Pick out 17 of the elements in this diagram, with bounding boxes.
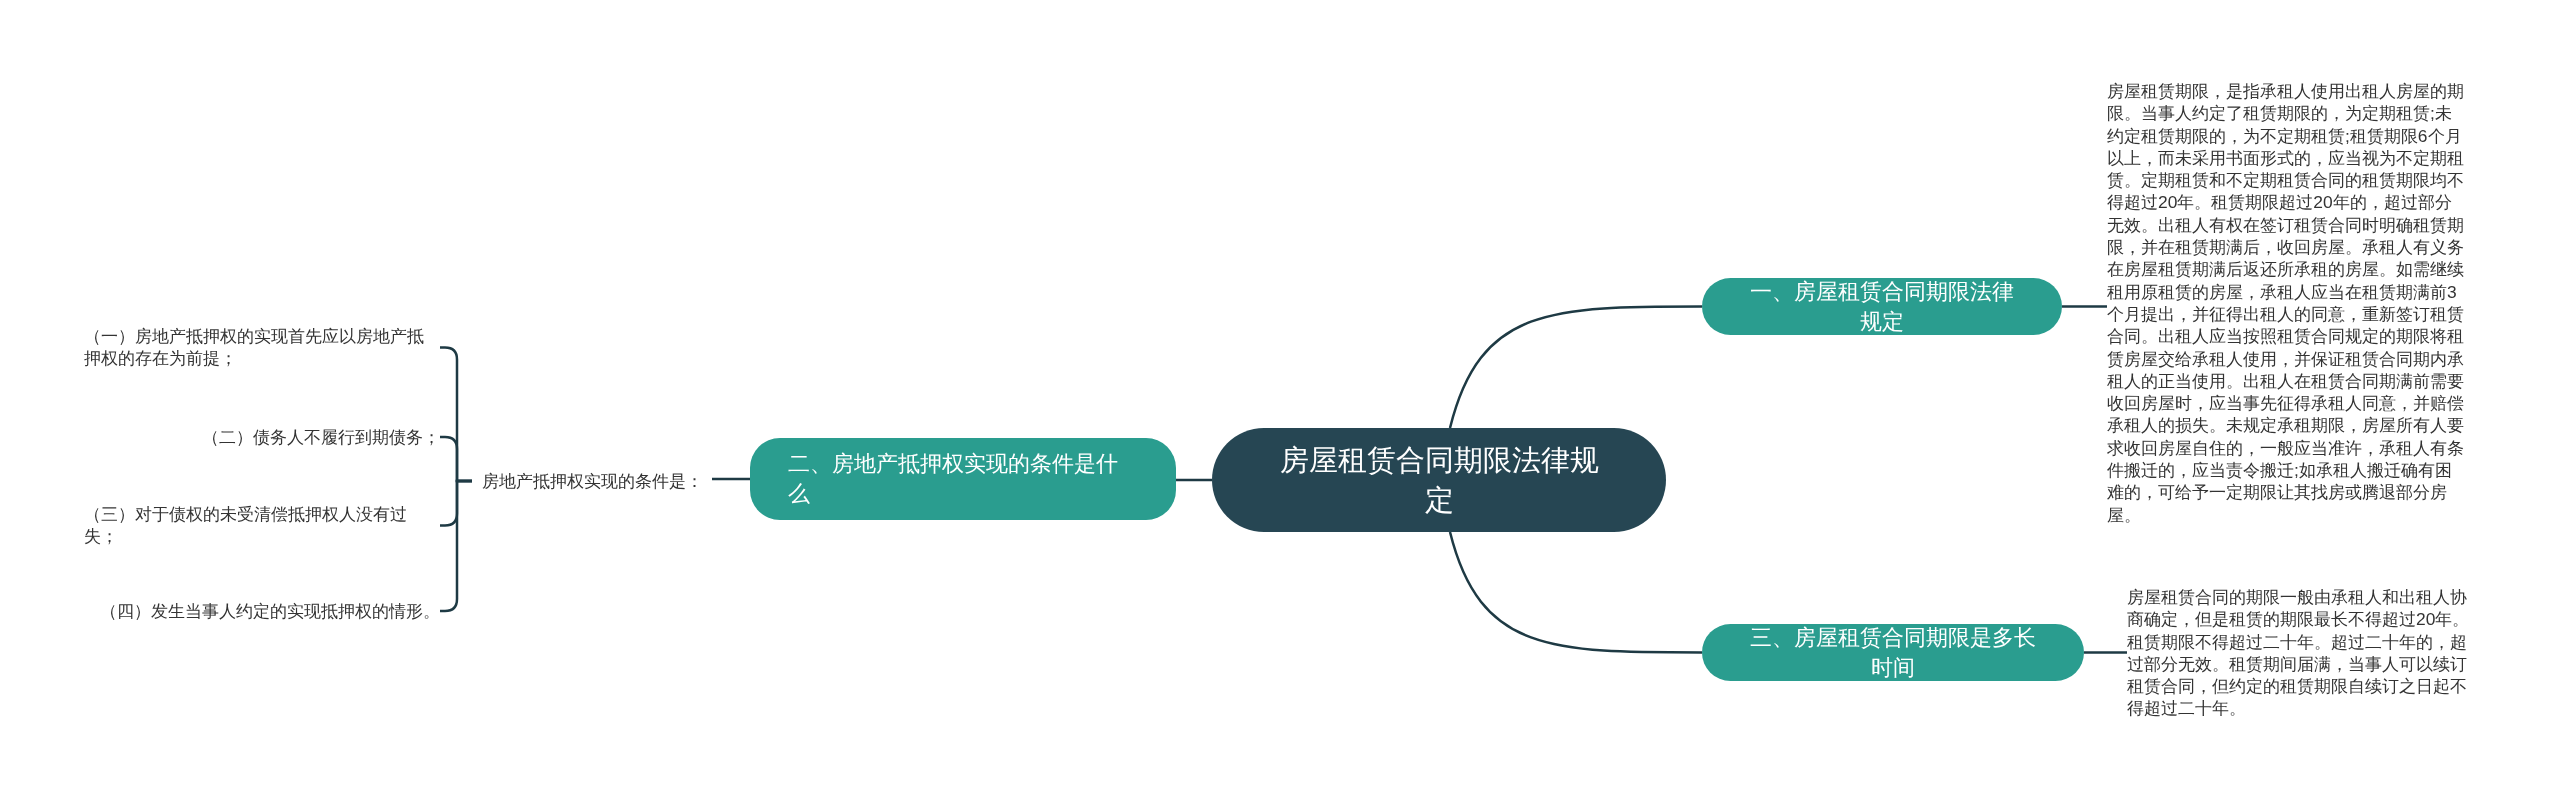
connector-line <box>1448 531 1702 654</box>
item-text: （三）对于债权的未受清偿抵押权人没有过失； <box>84 502 440 548</box>
subtopic-text: 房地产抵押权实现的条件是： <box>482 470 712 493</box>
topic-box: 一、房屋租赁合同期限法律规定 <box>1702 278 2062 335</box>
item-text: （二）债务人不履行到期债务； <box>202 426 440 449</box>
central-topic: 房屋租赁合同期限法律规定 <box>1212 428 1666 532</box>
connector-line <box>1176 478 1212 482</box>
connector-line <box>1448 305 1702 429</box>
detail-text: 房屋租赁期限，是指承租人使用出租人房屋的期限。当事人约定了租赁期限的，为定期租赁;未约定租赁期限的，为不定期租赁;租赁期限6个月以上，而未采用书面形式的，应当视为不定期租赁。定期租赁和不定期租赁合同的租赁期限均不得超过20年。租赁期限超过20年的，超过部分无效。出租人有权在签订租赁合同时明确租赁期限，并在租赁期满后，收回房屋。承租人有义务在房屋租赁期满后返还所承租的房屋。如需继续租用原租赁的房屋，承租人应当在租赁期满前3个月提出，并征得出租人的同意，重新签订租赁合同。出租人应当按照租赁合同规定的期限将租赁房屋交给承租人使用，并保证租赁合同期内承租人的正当使用。出租人在租赁合同期满前需要收回房屋时，应当事先征得承租人同意，并赔偿承租人的损失。未规定承租期限，房屋所有人要求收回房屋自住的，一般应当准许，承租人有条件搬迁的，应当责令搬迁;如承租人搬迁确有困难的，可给予一定期限让其找房或腾退部分房屋。 <box>2107 80 2465 526</box>
item-text: （一）房地产抵押权的实现首先应以房地产抵押权的存在为前提； <box>84 324 440 370</box>
item-text: （四）发生当事人约定的实现抵押权的情形。 <box>100 600 440 623</box>
connector-line <box>712 477 750 481</box>
detail-text: 房屋租赁合同的期限一般由承租人和出租人协商确定，但是租赁的期限最长不得超过20年。租赁期限不得超过二十年。超过二十年的，超过部分无效。租赁期间届满，当事人可以续订租赁合同，但约定的租赁期限自续订之日起不得超过二十年。 <box>2127 586 2483 720</box>
connector-line <box>2084 651 2127 654</box>
topic-box: 二、房地产抵押权实现的条件是什么 <box>750 438 1176 520</box>
connector-line <box>2062 305 2107 308</box>
topic-box: 三、房屋租赁合同期限是多长时间 <box>1702 624 2084 681</box>
